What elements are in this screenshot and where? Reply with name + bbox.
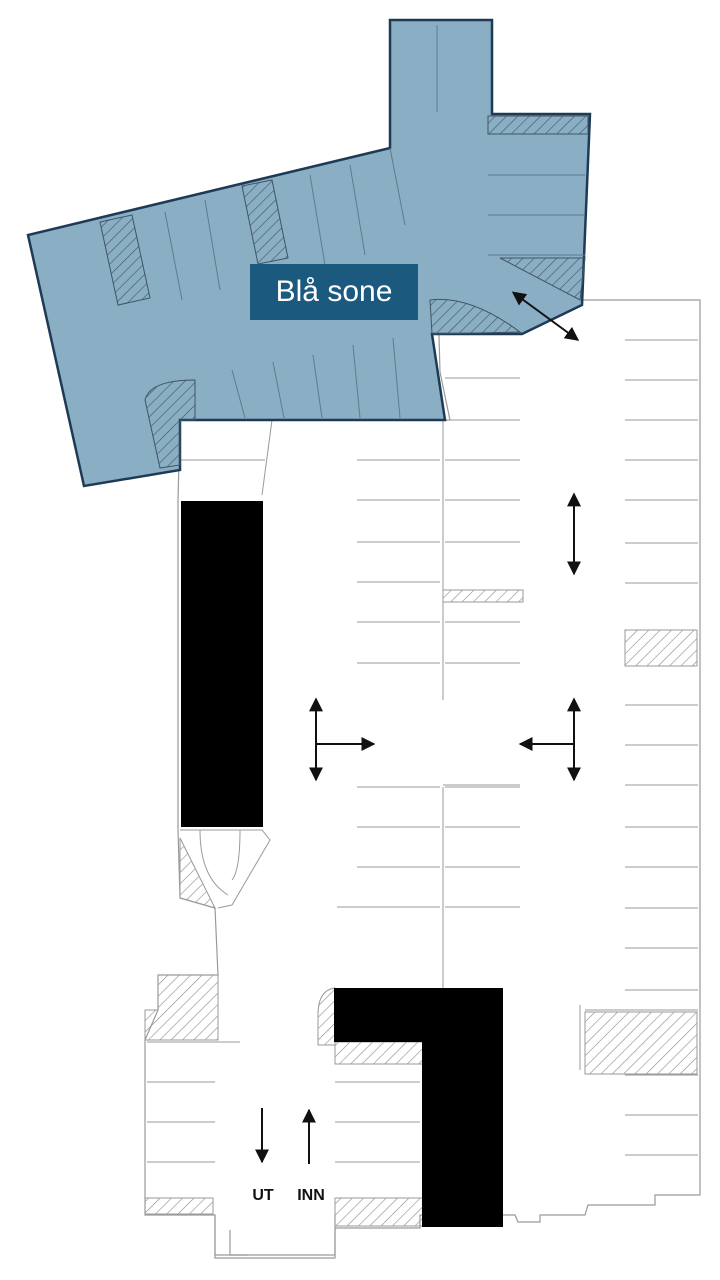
zone-label-text: Blå sone [276, 275, 393, 308]
structural-blocks [181, 501, 503, 1227]
entry-label: INN [297, 1187, 325, 1204]
ramp [180, 829, 271, 909]
double-arrow-icon [511, 291, 580, 341]
stall-lines [147, 339, 698, 1163]
solid-block-bottom [334, 988, 503, 1227]
direction-arrows [255, 291, 581, 1164]
blue-zone [26, 18, 592, 488]
hatched-areas [144, 589, 698, 1227]
exit-label: UT [252, 1187, 274, 1204]
blue-zone-area [26, 18, 592, 488]
solid-block-left [181, 501, 263, 827]
zone-label: Blå sone [250, 264, 418, 320]
building-outline [144, 299, 701, 1259]
